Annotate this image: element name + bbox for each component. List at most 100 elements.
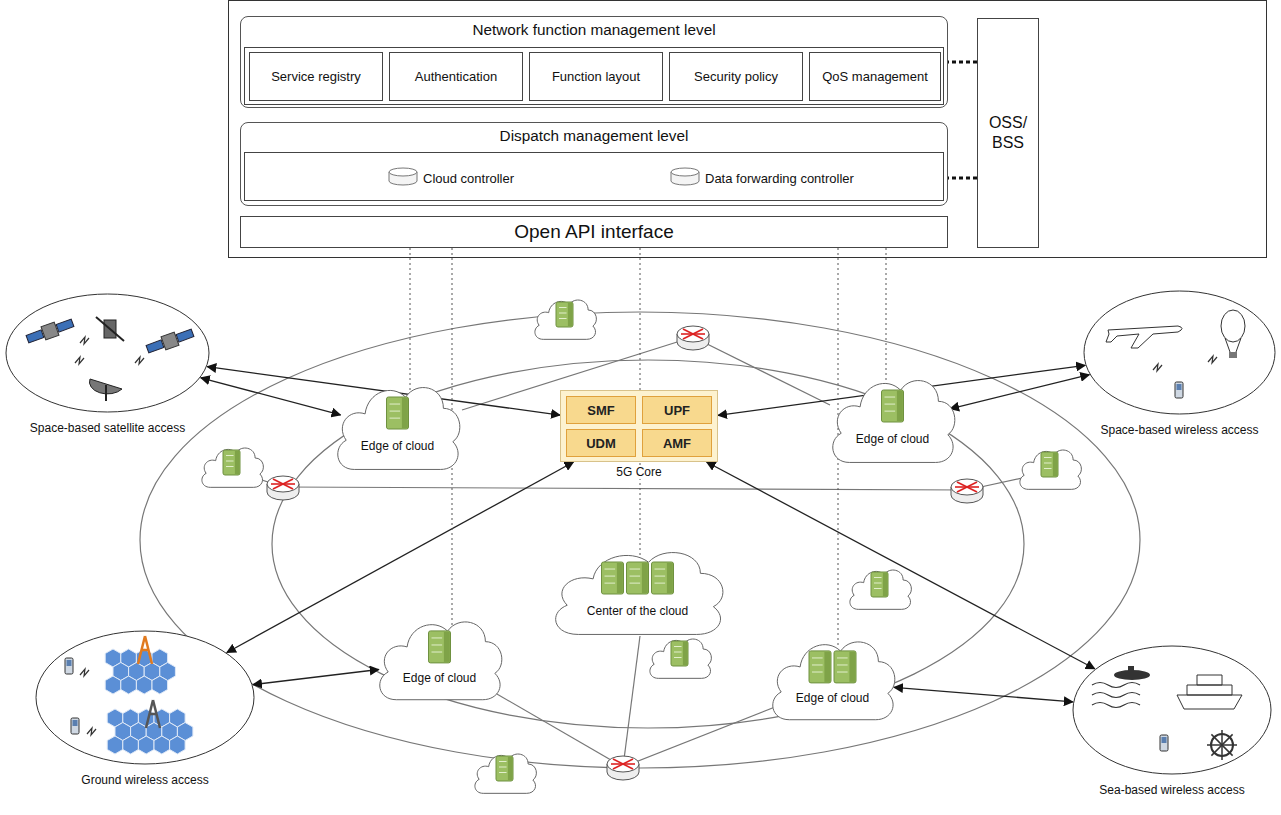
- cloud-path: [773, 642, 895, 720]
- access-ellipse: [5, 293, 210, 413]
- server-slot: [837, 657, 848, 658]
- server-slot: [559, 318, 567, 319]
- ship-icon: [1177, 675, 1242, 709]
- access-ellipse: [1072, 645, 1272, 775]
- satellite-body: [41, 322, 59, 340]
- router-top: [677, 326, 709, 342]
- cloud-shape: [825, 368, 960, 468]
- cloud-path: [1020, 450, 1081, 489]
- server-icon: [1041, 452, 1058, 477]
- node-text: Cloud controller: [423, 171, 514, 186]
- oss-bss-box: OSS/ BSS: [977, 18, 1039, 248]
- router-arrow: [955, 486, 979, 488]
- balloon-icon: [1221, 310, 1245, 342]
- router-arrow: [271, 483, 295, 485]
- server-icon: [882, 390, 904, 422]
- server-slot: [226, 466, 234, 467]
- cloud-shape: [545, 540, 730, 640]
- wave-line: [1092, 693, 1140, 698]
- dispatch-level-panel: Dispatch management levelCloud controlle…: [240, 122, 948, 206]
- server-slot: [874, 583, 882, 584]
- dotted-link: [948, 177, 977, 180]
- server-side: [1053, 453, 1058, 476]
- server-side: [508, 757, 513, 780]
- cell-hexagon: [105, 676, 121, 694]
- access-region: Sea-based wireless access: [1072, 645, 1272, 775]
- server-slot: [390, 411, 401, 412]
- server-slot: [559, 307, 567, 308]
- access-arrow: [253, 670, 379, 685]
- phone-screen: [67, 660, 72, 666]
- signal-bolt: [80, 337, 89, 344]
- server-slot: [674, 652, 682, 653]
- server-slot: [837, 664, 848, 665]
- server-slot: [655, 583, 666, 584]
- satellite-icon: [145, 326, 195, 356]
- cloud-path: [535, 300, 596, 339]
- cloud-shape: [765, 630, 900, 725]
- dotted-link: [948, 61, 977, 64]
- server-side: [883, 573, 888, 596]
- ellipse-outline: [1084, 291, 1275, 414]
- node-text: UPF: [664, 403, 690, 418]
- server-slot: [885, 404, 896, 405]
- server-side: [683, 642, 688, 665]
- server-slot: [630, 576, 641, 577]
- node-text: Dispatch management level: [241, 123, 947, 145]
- router-arrow: [681, 333, 705, 335]
- edge-cloud: Edge of cloud: [765, 630, 900, 725]
- core-function-box: UDM: [566, 429, 636, 457]
- server-side: [402, 398, 408, 428]
- phone-icon: [71, 718, 79, 734]
- satellite-panel: [146, 340, 164, 353]
- access-illustration: [1092, 666, 1242, 760]
- router-top: [951, 479, 983, 495]
- server-slot: [605, 569, 616, 570]
- server-slot: [837, 672, 848, 673]
- server-body: [627, 562, 649, 594]
- server-icon: [871, 572, 888, 597]
- server-slot: [812, 672, 823, 673]
- cloud-outline: [773, 642, 895, 720]
- server-slot: [885, 397, 896, 398]
- satellite-icon: [25, 316, 75, 346]
- server-slot: [874, 577, 882, 578]
- access-illustration: [65, 636, 193, 754]
- node-text: QoS management: [822, 69, 928, 84]
- cloud-outline: [535, 300, 596, 339]
- router-icon: [607, 756, 639, 780]
- cloud-outline: [202, 448, 263, 487]
- server-side: [667, 563, 673, 593]
- access-label: Ground wireless access: [35, 773, 255, 787]
- cloud-outline: [338, 388, 460, 470]
- cloud-path: [202, 448, 263, 487]
- access-arrow: [950, 375, 1089, 409]
- node-text: Edge of cloud: [359, 439, 436, 453]
- server-side: [235, 451, 240, 474]
- server-slot: [630, 569, 641, 570]
- cloud-outline: [833, 381, 955, 463]
- wave-line: [1092, 683, 1140, 688]
- server-slot: [226, 455, 234, 456]
- access-ellipse: [1083, 290, 1276, 415]
- node-text: Space-based wireless access: [1098, 423, 1260, 437]
- server-body: [882, 390, 904, 422]
- node-text: Center of the cloud: [585, 604, 690, 618]
- phone-screen: [73, 720, 78, 726]
- server-slot: [499, 772, 507, 773]
- phone-icon: [65, 658, 73, 674]
- node-text: 5G Core: [614, 465, 663, 479]
- server-body: [429, 631, 451, 663]
- node-text: Space-based satellite access: [28, 421, 187, 435]
- node-text: Network function management level: [241, 17, 947, 39]
- access-region: Ground wireless access: [35, 630, 255, 765]
- database-icon: [671, 168, 699, 185]
- dish-stand: [105, 385, 107, 401]
- wave-line: [1092, 703, 1140, 708]
- cloud-label: Center of the cloud: [545, 604, 730, 618]
- node-text: Security policy: [694, 69, 778, 84]
- server-slot: [655, 576, 666, 577]
- node-text: UDM: [586, 436, 616, 451]
- signal-bolt: [1208, 356, 1217, 363]
- cloud-outline: [850, 570, 911, 609]
